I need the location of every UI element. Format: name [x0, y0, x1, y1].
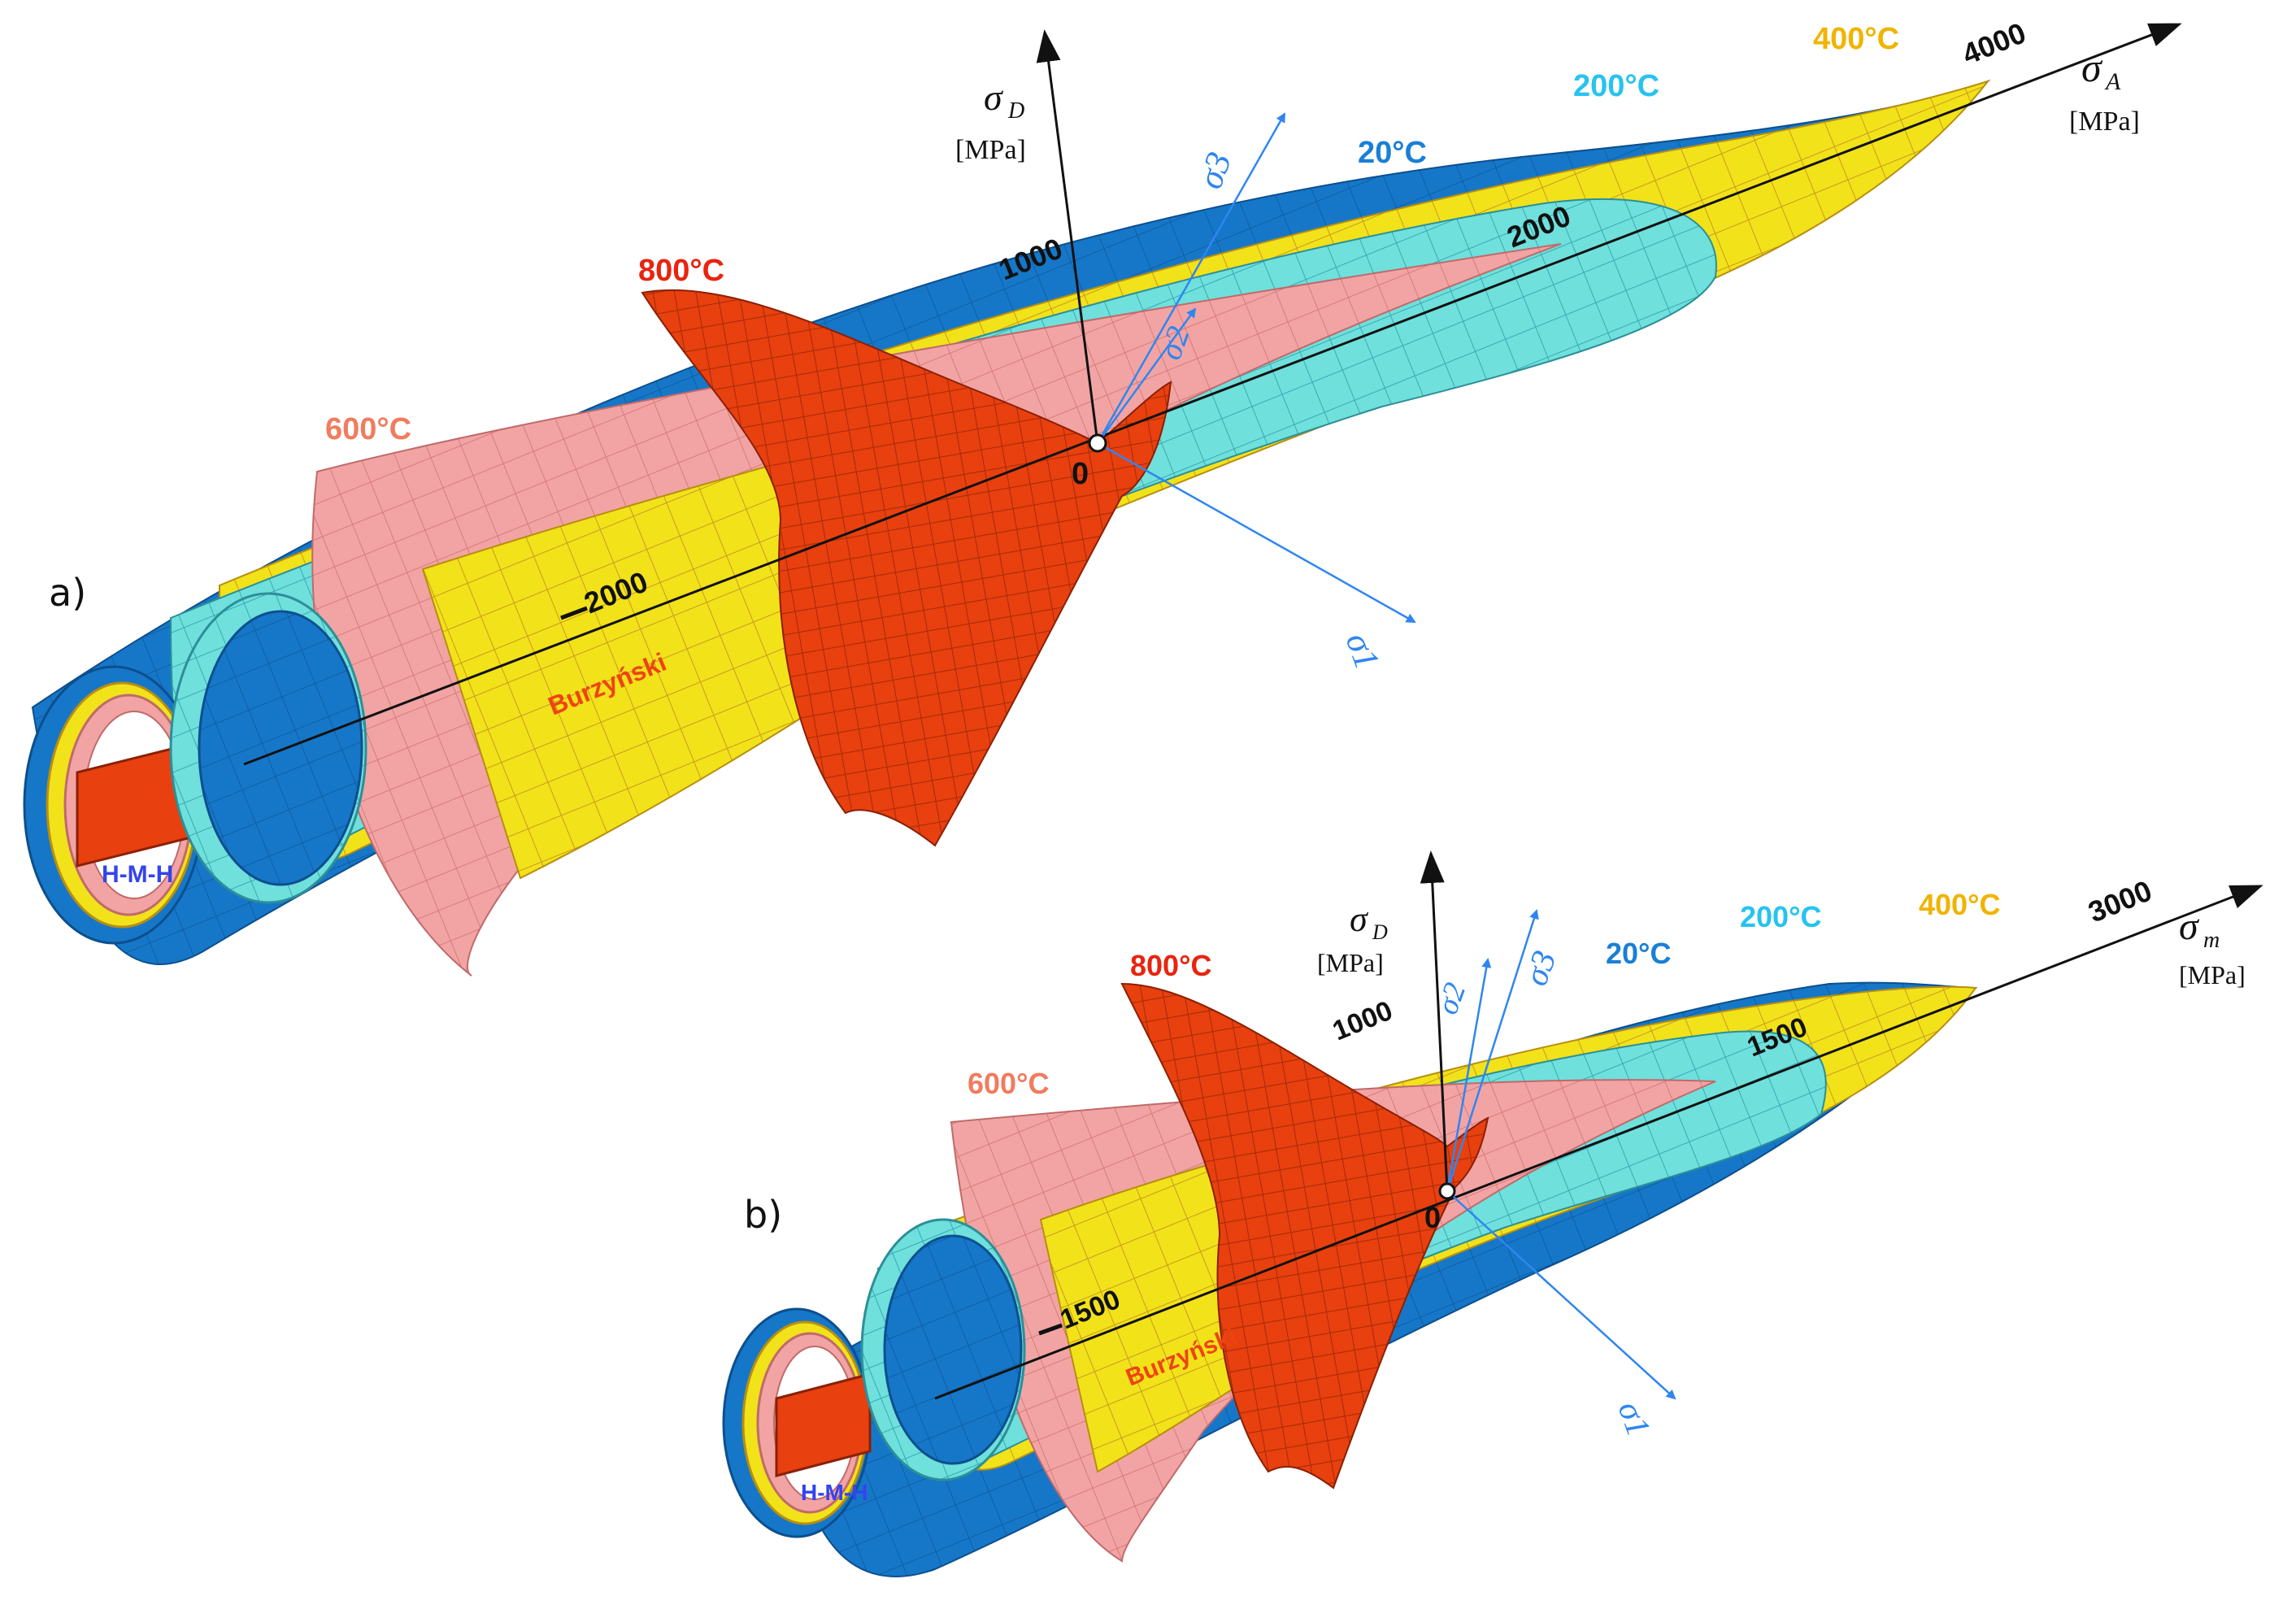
panel-b-tag: b): [744, 1193, 782, 1237]
sigma-d-sub: D: [1372, 920, 1388, 944]
origin-marker: [1088, 433, 1107, 453]
sigma-m-symbol: σ: [2179, 905, 2200, 948]
sigma-d-unit: [MPa]: [1317, 948, 1384, 977]
sigma-d-unit: [MPa]: [955, 135, 1026, 165]
sigma-d-axis: [1420, 850, 1449, 1192]
sigma-d-axis: [1036, 29, 1099, 444]
temp-label-20c: 20°C: [1606, 937, 1671, 970]
surface-800c: [1120, 982, 1489, 1490]
sigma1-label: σ1: [1611, 1397, 1657, 1442]
sigma1-axis: [1446, 1190, 1676, 1400]
inner-label: H-M-H: [801, 1480, 868, 1505]
temp-label-800c: 800°C: [638, 254, 724, 288]
temp-label-200c: 200°C: [1740, 900, 1821, 933]
temp-label-800c: 800°C: [1130, 949, 1211, 982]
sigma-d-symbol: σ: [1350, 899, 1369, 939]
sigma-m-tick: 3000: [2084, 873, 2157, 929]
panel-b: b) σ D [MPa] 1000 σ m [MPa] 3000 1500: [722, 850, 2263, 1577]
sigma-d-sub: D: [1007, 98, 1024, 124]
panel-a: a) σ D [MPa] 1000: [23, 15, 2182, 976]
ring-stack: [722, 1218, 1026, 1538]
sigma2-axis: [1096, 307, 1197, 444]
sigma-m-unit: [MPa]: [2179, 960, 2246, 990]
sigma-d-symbol: σ: [984, 76, 1004, 118]
sigma1-label: σ1: [1338, 628, 1388, 675]
sigma3-label: σ3: [1189, 147, 1239, 194]
sigma3-axis: [1096, 112, 1286, 444]
temp-label-20c: 20°C: [1358, 136, 1427, 170]
sigma-a-sub: A: [2104, 68, 2121, 95]
axial-tick-neg-minus: [1038, 1323, 1063, 1336]
axial-tick-neg-minus: [560, 606, 588, 620]
sigma-m-axis: [934, 885, 2263, 1400]
origin-marker: [1438, 1182, 1456, 1200]
sigma1-axis: [1097, 441, 1416, 624]
ring-stack: [23, 592, 367, 945]
sigma-m-sub: m: [2203, 928, 2220, 953]
temp-label-200c: 200°C: [1573, 69, 1659, 103]
sigma2-axis: [1446, 958, 1492, 1192]
origin-label: 0: [1424, 1201, 1441, 1234]
surface-800c: [641, 289, 1172, 847]
temp-label-400c: 400°C: [1919, 888, 2000, 921]
sigma-a-unit: [MPa]: [2069, 107, 2140, 137]
sigma-a-axis: [243, 23, 2182, 766]
temp-label-600c: 600°C: [968, 1067, 1049, 1100]
temp-label-400c: 400°C: [1813, 22, 1899, 56]
sigma-a-tick: 4000: [1958, 15, 2031, 71]
inner-label: H-M-H: [102, 861, 173, 888]
temp-label-600c: 600°C: [325, 412, 411, 446]
sigma-d-tick: 1000: [1328, 995, 1397, 1047]
panel-a-tag: a): [49, 571, 86, 615]
sigma3-axis: [1446, 909, 1539, 1192]
origin-label: 0: [1072, 457, 1089, 491]
sigma-a-symbol: σ: [2081, 45, 2103, 90]
